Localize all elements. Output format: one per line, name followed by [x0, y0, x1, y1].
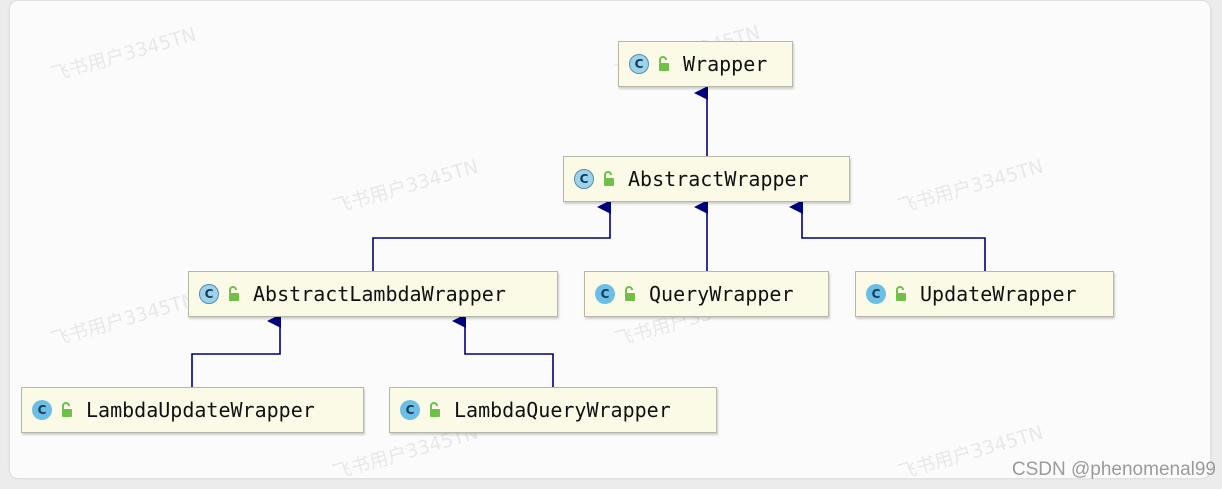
class-icon: C: [595, 284, 615, 304]
edge-updatewrapper-to-abstractwrapper: [789, 200, 986, 271]
node-icons: C: [595, 284, 637, 304]
node-query-wrapper[interactable]: C QueryWrapper: [584, 271, 829, 317]
node-label: Wrapper: [683, 52, 768, 76]
class-icon: C: [400, 400, 420, 420]
node-lambda-update-wrapper[interactable]: C LambdaUpdateWrapper: [21, 387, 364, 433]
node-label: QueryWrapper: [649, 282, 794, 306]
class-icon: C: [629, 54, 649, 74]
lock-open-icon: [229, 286, 239, 301]
edge-lambdaupdatewrapper-to-abstractlambdawrapper: [191, 314, 281, 387]
node-lambda-query-wrapper[interactable]: C LambdaQueryWrapper: [389, 387, 717, 433]
node-abstract-wrapper[interactable]: C AbstractWrapper: [563, 156, 850, 202]
source-credit: CSDN @phenomenal99: [1011, 459, 1216, 480]
node-icons: C: [866, 284, 908, 304]
edge-abstractlambdawrapper-to-abstractwrapper: [372, 200, 611, 271]
edge-lambdaquerywrapper-to-abstractlambdawrapper: [452, 314, 554, 387]
node-icons: C: [574, 169, 616, 189]
class-icon: C: [866, 284, 886, 304]
node-icons: C: [400, 400, 442, 420]
node-abstract-lambda-wrapper[interactable]: C AbstractLambdaWrapper: [188, 271, 558, 317]
node-label: AbstractLambdaWrapper: [253, 282, 506, 306]
node-label: UpdateWrapper: [920, 282, 1077, 306]
node-label: LambdaUpdateWrapper: [86, 398, 315, 422]
lock-open-icon: [604, 171, 614, 186]
lock-open-icon: [625, 286, 635, 301]
class-icon: C: [32, 400, 52, 420]
node-icons: C: [199, 284, 241, 304]
lock-open-icon: [896, 286, 906, 301]
lock-open-icon: [659, 56, 669, 71]
node-update-wrapper[interactable]: C UpdateWrapper: [855, 271, 1114, 317]
lock-open-icon: [62, 402, 72, 417]
lock-open-icon: [430, 402, 440, 417]
class-icon: C: [574, 169, 594, 189]
node-icons: C: [32, 400, 74, 420]
node-icons: C: [629, 54, 671, 74]
node-label: AbstractWrapper: [628, 167, 809, 191]
node-wrapper[interactable]: C Wrapper: [618, 41, 793, 87]
class-icon: C: [199, 284, 219, 304]
node-label: LambdaQueryWrapper: [454, 398, 671, 422]
